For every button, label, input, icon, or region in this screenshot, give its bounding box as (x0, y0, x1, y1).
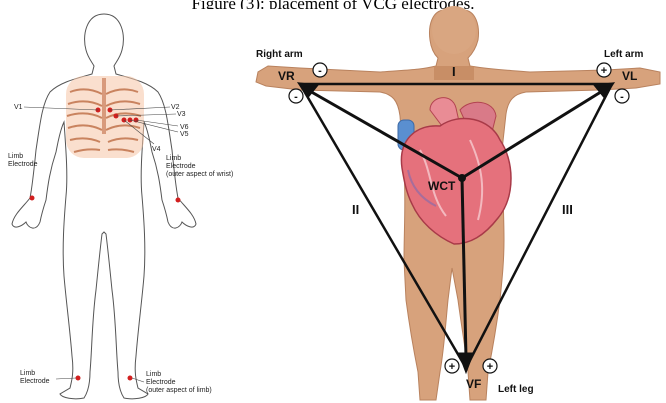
rib-cage (66, 76, 144, 158)
right-body-figure: - - + - + + Right arm Left arm Left leg … (256, 6, 660, 400)
label-v3: V3 (177, 111, 186, 118)
label-ankle-left: Limb Electrode (20, 370, 50, 385)
vf-plus-right: + (487, 361, 493, 373)
head (432, 6, 476, 54)
label-v6: V6 (180, 124, 189, 131)
lead-ii-label: II (352, 202, 359, 217)
right-arm-label: Right arm (256, 49, 303, 60)
electrode-right-wrist (30, 196, 35, 201)
electrode-left-wrist (176, 198, 181, 203)
electrode-left-ankle (128, 376, 133, 381)
vl-plus: + (601, 65, 607, 77)
lead-i-label: I (452, 64, 456, 79)
vr-label: VR (278, 69, 295, 83)
label-wrist-left-line1: Limb (8, 153, 23, 160)
label-wrist-left-line2: Electrode (8, 161, 38, 168)
left-body-figure: V1 V2 V3 V6 V5 V4 Limb Electrode (8, 14, 233, 399)
vr-minus-top: - (318, 65, 322, 77)
vf-label: VF (466, 377, 481, 391)
vf-plus-left: + (449, 361, 455, 373)
body-outline (12, 14, 196, 399)
lead-iii-label: III (562, 202, 573, 217)
label-wrist-right: Limb Electrode (outer aspect of wrist) (166, 155, 233, 178)
electrode-right-ankle (76, 376, 81, 381)
label-v5: V5 (180, 131, 189, 138)
wct-label: WCT (428, 179, 456, 193)
left-leg-label: Left leg (498, 384, 534, 395)
label-v2: V2 (171, 104, 180, 111)
vl-minus: - (620, 91, 624, 103)
label-ankle-right: Limb Electrode (outer aspect of limb) (146, 371, 212, 394)
wct-point (458, 174, 466, 182)
vr-minus-bottom: - (294, 91, 298, 103)
label-v1: V1 (14, 104, 23, 111)
label-v4: V4 (152, 146, 161, 153)
label-wrist-left: Limb Electrode (8, 153, 38, 168)
left-arm-label: Left arm (604, 49, 644, 60)
vl-label: VL (622, 69, 637, 83)
